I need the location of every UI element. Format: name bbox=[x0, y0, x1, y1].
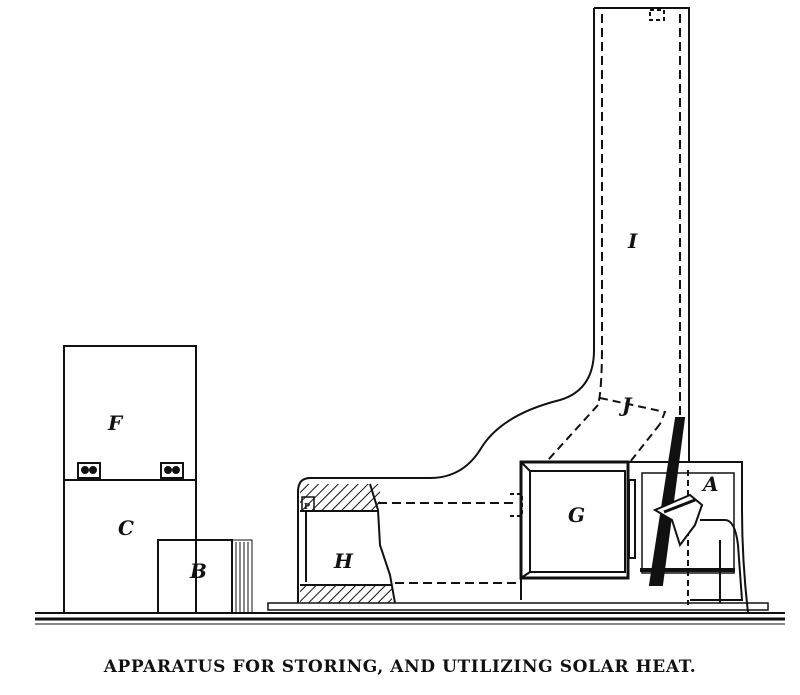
label-f: F bbox=[107, 411, 124, 435]
box-g bbox=[519, 460, 636, 600]
tank-f-c bbox=[63, 345, 197, 614]
box-a bbox=[628, 461, 749, 614]
label-a: A bbox=[701, 472, 719, 496]
label-i: I bbox=[627, 229, 638, 253]
chamber-h bbox=[300, 483, 523, 604]
label-b: B bbox=[189, 559, 207, 583]
box-b bbox=[157, 539, 253, 614]
label-p: P bbox=[304, 501, 310, 511]
label-c: C bbox=[118, 516, 134, 540]
label-h: H bbox=[333, 549, 354, 573]
part-labels: I J G H A F C B P bbox=[107, 229, 719, 583]
chimney-i bbox=[297, 7, 690, 603]
label-j: J bbox=[618, 393, 633, 417]
figure-caption: APPARATUS FOR STORING, AND UTILIZING SOL… bbox=[103, 657, 697, 677]
label-g: G bbox=[568, 503, 585, 527]
reflector bbox=[648, 417, 704, 586]
